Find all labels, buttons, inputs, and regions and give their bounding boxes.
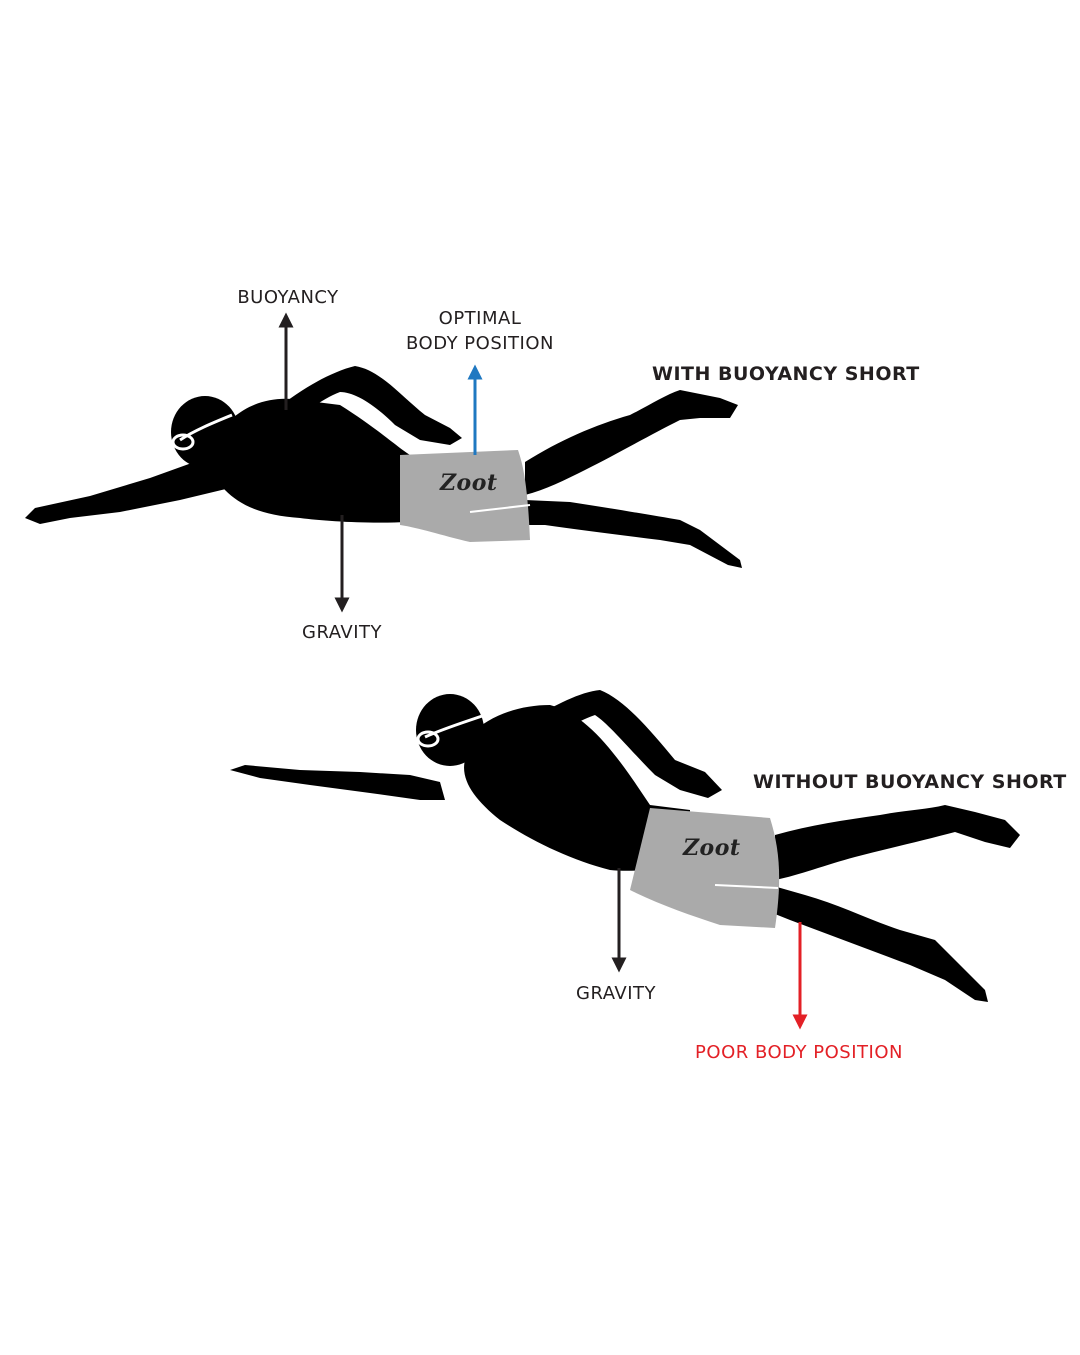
swimmer-bottom-silhouette (230, 690, 1020, 1002)
goggles-bottom (424, 713, 486, 739)
buoyancy-short-top (400, 450, 530, 542)
short-bottom (630, 808, 780, 928)
bottom-panel-title: WITHOUT BUOYANCY SHORT (753, 771, 1067, 793)
optimal-label-line1: OPTIMAL (438, 308, 522, 329)
goggles-top (179, 413, 233, 442)
zoot-logo-bottom: Zoot (683, 835, 741, 861)
poor-position-label: POOR BODY POSITION (695, 1042, 903, 1063)
top-panel-title: WITH BUOYANCY SHORT (652, 363, 920, 385)
gravity-label-bottom: GRAVITY (576, 983, 656, 1004)
optimal-label-line2: BODY POSITION (406, 333, 554, 354)
buoyancy-label: BUOYANCY (237, 287, 339, 308)
swimmer-top-silhouette (25, 366, 742, 568)
gravity-label-top: GRAVITY (302, 622, 382, 643)
zoot-logo-top: Zoot (440, 470, 498, 496)
